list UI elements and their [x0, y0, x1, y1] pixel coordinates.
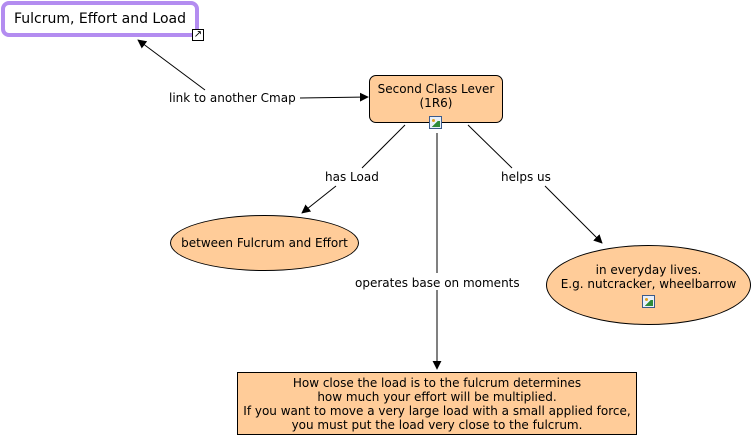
- link-label-helps-us[interactable]: helps us: [500, 170, 552, 184]
- line-cmap-to-title: [137, 39, 206, 91]
- image-resource-icon[interactable]: [429, 116, 442, 129]
- external-link-icon[interactable]: ↗: [192, 29, 204, 41]
- line-main-to-helpsus: [467, 124, 513, 169]
- concept-title[interactable]: Fulcrum, Effort and Load: [1, 1, 199, 37]
- concept-moments-line4: you must put the load very close to the …: [291, 418, 583, 432]
- concept-load-position[interactable]: between Fulcrum and Effort: [170, 215, 359, 271]
- link-label-operates[interactable]: operates base on moments: [354, 276, 521, 290]
- concept-main-line2: (1R6): [419, 96, 453, 110]
- concept-moments-explanation[interactable]: How close the load is to the fulcrum det…: [237, 372, 637, 435]
- concept-everyday-line2: E.g. nutcracker, wheelbarrow: [560, 276, 737, 291]
- line-main-to-hasload: [361, 124, 406, 169]
- concept-moments-line1: How close the load is to the fulcrum det…: [292, 376, 582, 390]
- concept-moments-line2: how much your effort will be multiplied.: [317, 390, 557, 404]
- image-resource-icon[interactable]: [642, 294, 655, 308]
- line-cmap-from-main: [299, 92, 369, 102]
- concept-moments-line3: If you want to move a very large load wi…: [243, 404, 631, 418]
- concept-second-class-lever[interactable]: Second Class Lever (1R6): [369, 75, 503, 123]
- concept-load-label: between Fulcrum and Effort: [181, 236, 348, 250]
- concept-everyday-line1: in everyday lives.: [595, 262, 702, 277]
- concept-title-label: Fulcrum, Effort and Load: [13, 11, 187, 27]
- line-hasload-to-load: [301, 185, 337, 214]
- concept-everyday-lives[interactable]: in everyday lives. E.g. nutcracker, whee…: [546, 245, 751, 325]
- line-helpsus-to-everyday: [544, 185, 603, 244]
- link-label-has-load[interactable]: has Load: [324, 170, 380, 184]
- concept-main-line1: Second Class Lever: [377, 82, 495, 96]
- link-label-another-cmap[interactable]: link to another Cmap: [168, 91, 297, 105]
